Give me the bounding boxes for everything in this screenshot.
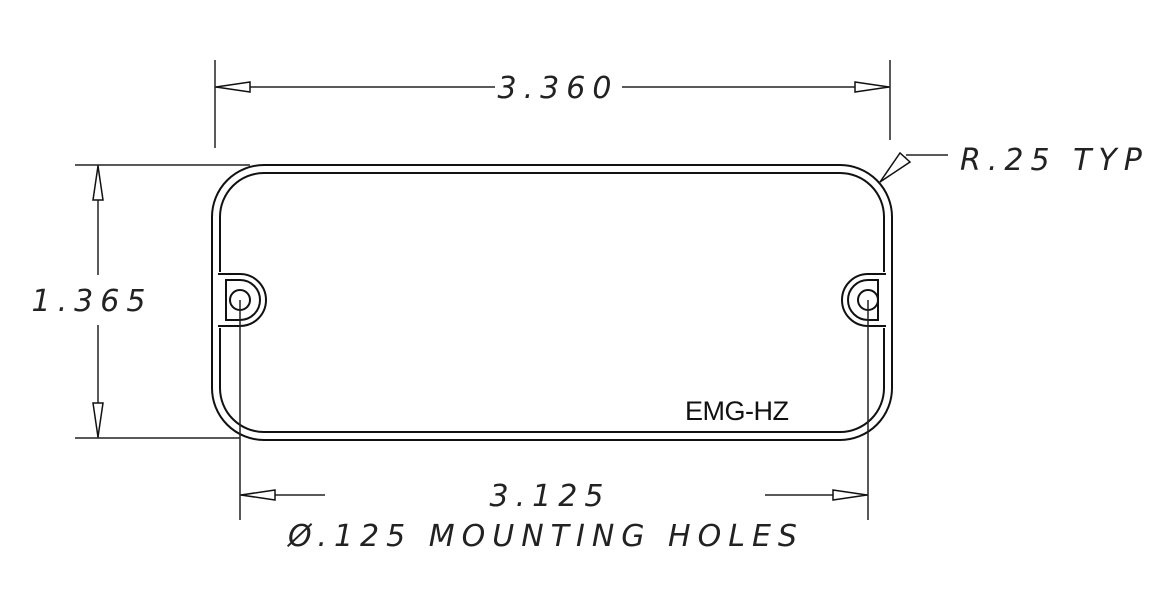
radius-callout: R.25 TYP xyxy=(879,143,1149,183)
height-label: 1.365 xyxy=(32,284,153,319)
emg-hz-logo: EMG-HZ xyxy=(685,396,788,426)
hole-spacing-label: 3.125 xyxy=(490,479,611,514)
radius-label: R.25 TYP xyxy=(960,143,1149,178)
hole-spacing-dimension: 3.125 Ø.125 MOUNTING HOLES xyxy=(239,300,869,554)
right-mounting-tab xyxy=(841,272,890,328)
height-dimension: 1.365 xyxy=(32,164,250,439)
left-mounting-tab xyxy=(214,272,267,328)
hole-note: Ø.125 MOUNTING HOLES xyxy=(286,519,804,554)
pickup-outline xyxy=(211,164,893,441)
width-label: 3.360 xyxy=(498,71,619,106)
width-dimension: 3.360 xyxy=(214,60,891,148)
